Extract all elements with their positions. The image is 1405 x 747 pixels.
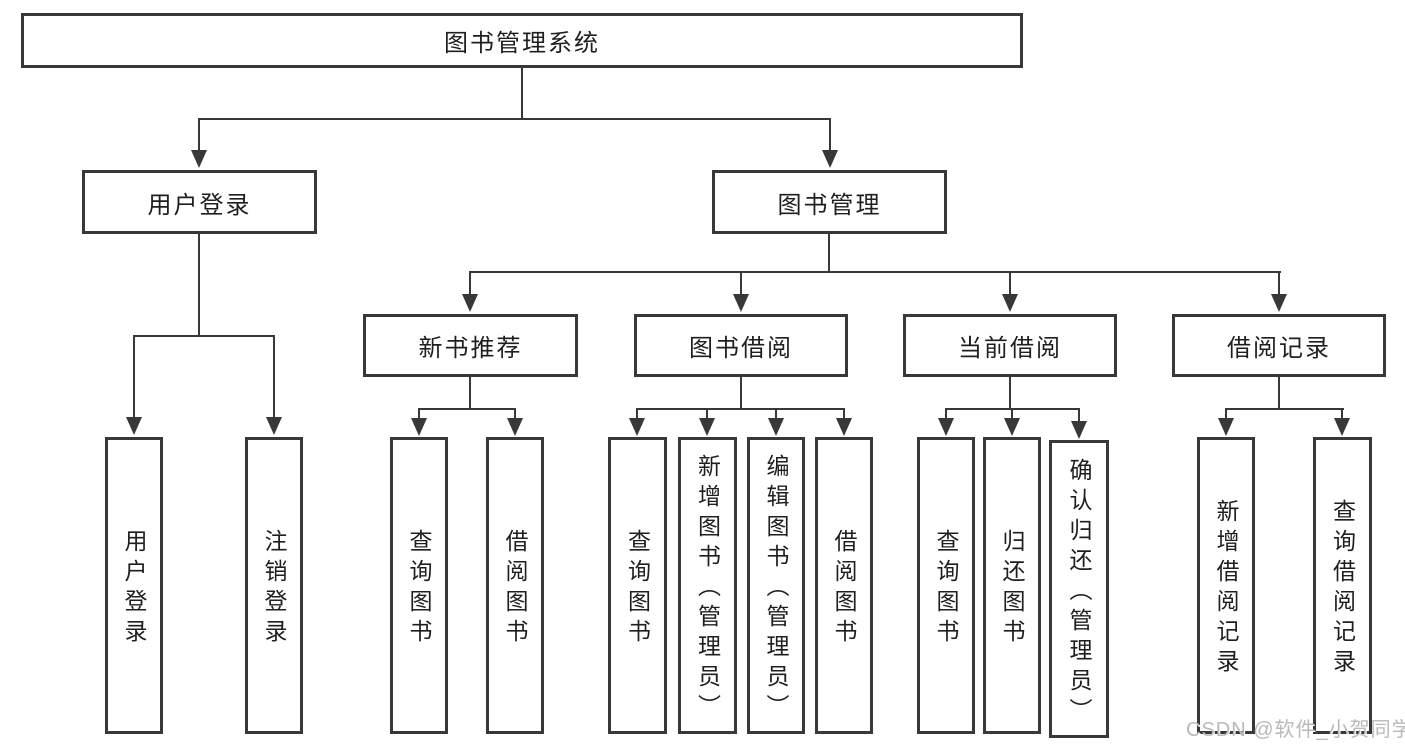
node-new-book-recommend: 新书推荐 xyxy=(363,314,578,377)
node-label: 图书借阅 xyxy=(689,335,793,362)
connector-line xyxy=(133,335,135,419)
leaf-logout: 注销登录 xyxy=(245,437,303,734)
node-user-login: 用户登录 xyxy=(82,170,317,234)
connector-line xyxy=(1009,271,1011,296)
node-label: 确认归还（管理员） xyxy=(1066,457,1092,728)
connector-line xyxy=(829,118,831,152)
arrowhead-down-icon xyxy=(768,418,784,436)
connector-line xyxy=(469,377,471,409)
arrowhead-down-icon xyxy=(462,294,478,312)
connector-line xyxy=(1278,271,1280,296)
connector-line xyxy=(273,335,275,419)
connector-line xyxy=(636,408,845,410)
node-label: 用户登录 xyxy=(121,529,147,649)
node-label: 用户登录 xyxy=(147,191,252,219)
node-label: 借阅图书 xyxy=(502,529,528,649)
leaf-confirm-return-admin: 确认归还（管理员） xyxy=(1049,440,1109,738)
connector-line xyxy=(740,271,742,296)
leaf-borrow-books: 借阅图书 xyxy=(815,437,873,734)
arrowhead-down-icon xyxy=(733,294,749,312)
node-label: 借阅记录 xyxy=(1227,335,1331,362)
connector-line xyxy=(1341,408,1343,420)
connector-line xyxy=(775,408,777,420)
connector-line xyxy=(1225,408,1344,410)
connector-line xyxy=(1078,408,1080,423)
arrowhead-down-icon xyxy=(629,418,645,436)
connector-line xyxy=(843,408,845,420)
node-label: 新增借阅记录 xyxy=(1213,499,1239,679)
node-label: 新增图书（管理员） xyxy=(694,454,721,724)
node-library-management-system: 图书管理系统 xyxy=(21,13,1023,68)
connector-line xyxy=(740,377,742,409)
node-borrow-records: 借阅记录 xyxy=(1172,314,1386,377)
node-book-management: 图书管理 xyxy=(712,170,947,234)
node-label: 新书推荐 xyxy=(418,335,523,362)
connector-line xyxy=(198,118,831,120)
connector-line xyxy=(1011,408,1013,420)
node-label: 当前借阅 xyxy=(958,335,1062,362)
leaf-add-borrow-record: 新增借阅记录 xyxy=(1197,437,1255,734)
node-label: 图书管理系统 xyxy=(444,30,600,57)
arrowhead-down-icon xyxy=(1218,418,1234,436)
arrowhead-down-icon xyxy=(1002,294,1018,312)
connector-line xyxy=(418,408,516,410)
node-label: 归还图书 xyxy=(999,529,1025,649)
connector-line xyxy=(133,335,275,337)
node-label: 查询图书 xyxy=(624,529,651,649)
node-label: 注销登录 xyxy=(261,529,287,649)
connector-line xyxy=(636,408,638,420)
watermark: CSDN @软件_小贺同学 xyxy=(1186,719,1405,741)
connector-line xyxy=(1225,408,1227,420)
leaf-edit-book-admin: 编辑图书（管理员） xyxy=(747,437,805,734)
connector-line xyxy=(945,408,947,420)
arrowhead-down-icon xyxy=(126,417,142,435)
leaf-user-login: 用户登录 xyxy=(105,437,163,734)
leaf-borrow-books-recommend: 借阅图书 xyxy=(486,437,544,734)
node-label: 查询借阅记录 xyxy=(1329,499,1356,679)
leaf-return-books: 归还图书 xyxy=(983,437,1041,734)
connector-line xyxy=(1009,377,1011,409)
leaf-query-books-borrow: 查询图书 xyxy=(608,437,667,734)
node-label: 查询图书 xyxy=(406,529,432,649)
leaf-add-book-admin: 新增图书（管理员） xyxy=(678,437,737,734)
connector-line xyxy=(706,408,708,420)
connector-line xyxy=(198,234,200,336)
leaf-query-books-recommend: 查询图书 xyxy=(390,437,448,734)
connector-line xyxy=(1278,377,1280,409)
node-current-borrow: 当前借阅 xyxy=(903,314,1117,377)
arrowhead-down-icon xyxy=(938,418,954,436)
connector-line xyxy=(828,234,830,272)
node-book-borrow: 图书借阅 xyxy=(634,314,848,377)
connector-line xyxy=(418,408,420,420)
leaf-query-borrow-record: 查询借阅记录 xyxy=(1313,437,1372,734)
node-label: 借阅图书 xyxy=(831,529,857,649)
arrowhead-down-icon xyxy=(822,150,838,168)
node-label: 编辑图书（管理员） xyxy=(763,454,789,724)
connector-line xyxy=(198,118,200,152)
connector-line xyxy=(521,68,523,118)
arrowhead-down-icon xyxy=(411,418,427,436)
arrowhead-down-icon xyxy=(191,150,207,168)
connector-line xyxy=(514,408,516,420)
arrowhead-down-icon xyxy=(1071,421,1087,439)
arrowhead-down-icon xyxy=(1004,418,1020,436)
node-label: 查询图书 xyxy=(933,529,959,649)
arrowhead-down-icon xyxy=(699,418,715,436)
connector-line xyxy=(469,271,471,296)
leaf-query-books-current: 查询图书 xyxy=(917,437,975,734)
arrowhead-down-icon xyxy=(1334,418,1350,436)
arrowhead-down-icon xyxy=(836,418,852,436)
arrowhead-down-icon xyxy=(266,417,282,435)
arrowhead-down-icon xyxy=(507,418,523,436)
connector-line xyxy=(469,271,1281,273)
arrowhead-down-icon xyxy=(1271,294,1287,312)
node-label: 图书管理 xyxy=(777,191,882,219)
